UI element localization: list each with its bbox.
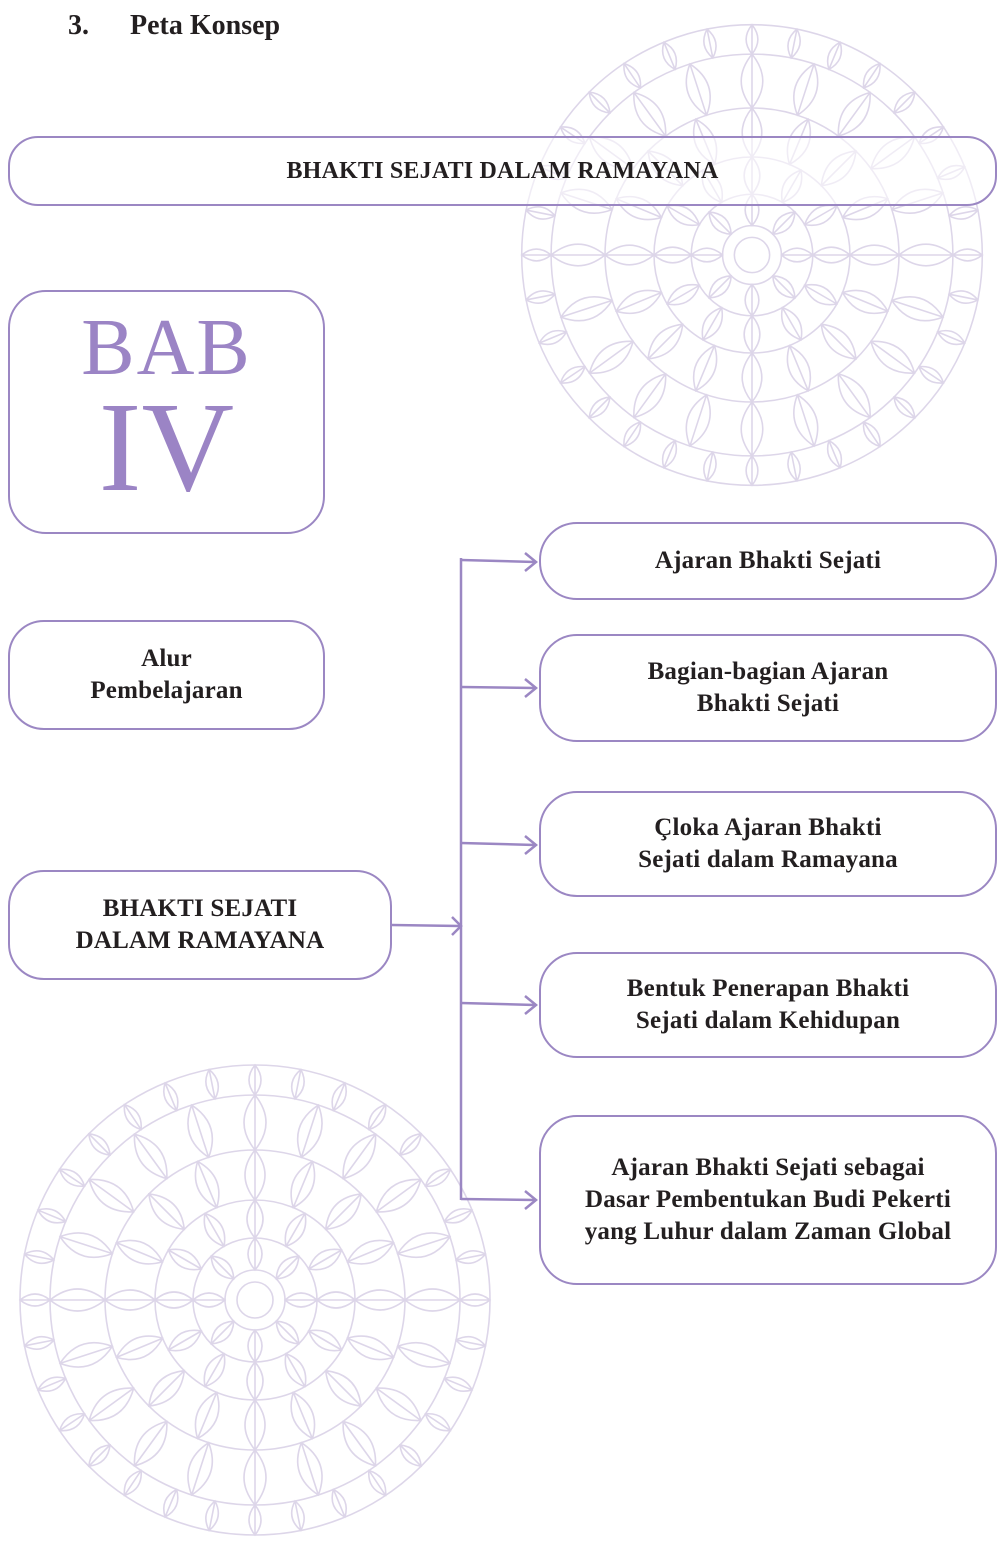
subtopic-box-5: Ajaran Bhakti Sejati sebagai Dasar Pembe… xyxy=(539,1115,997,1285)
section-heading: 3. Peta Konsep xyxy=(68,10,280,42)
topic-connector-line xyxy=(391,923,461,928)
chapter-box: BAB IV xyxy=(8,290,325,534)
branch-line-1 xyxy=(460,558,536,564)
subtopic-box-3: Çloka Ajaran Bhakti Sejati dalam Ramayan… xyxy=(539,791,997,897)
subtopic-box-4: Bentuk Penerapan Bhakti Sejati dalam Keh… xyxy=(539,952,997,1058)
branch-line-4 xyxy=(460,1001,536,1007)
section-title: Peta Konsep xyxy=(130,10,281,41)
chapter-number: IV xyxy=(98,376,235,518)
subtopic-box-1: Ajaran Bhakti Sejati xyxy=(539,522,997,600)
subtopic-box-2: Bagian-bagian Ajaran Bhakti Sejati xyxy=(539,634,997,742)
branch-line-2 xyxy=(460,685,536,690)
section-number: 3. xyxy=(68,10,89,41)
main-title-box: BHAKTI SEJATI DALAM RAMAYANA xyxy=(8,136,997,206)
topic-box: BHAKTI SEJATI DALAM RAMAYANA xyxy=(8,870,392,980)
learning-flow-box: Alur Pembelajaran xyxy=(8,620,325,730)
branch-line-3 xyxy=(460,841,536,847)
chapter-word: BAB xyxy=(81,304,252,392)
branch-line-5 xyxy=(460,1197,536,1202)
